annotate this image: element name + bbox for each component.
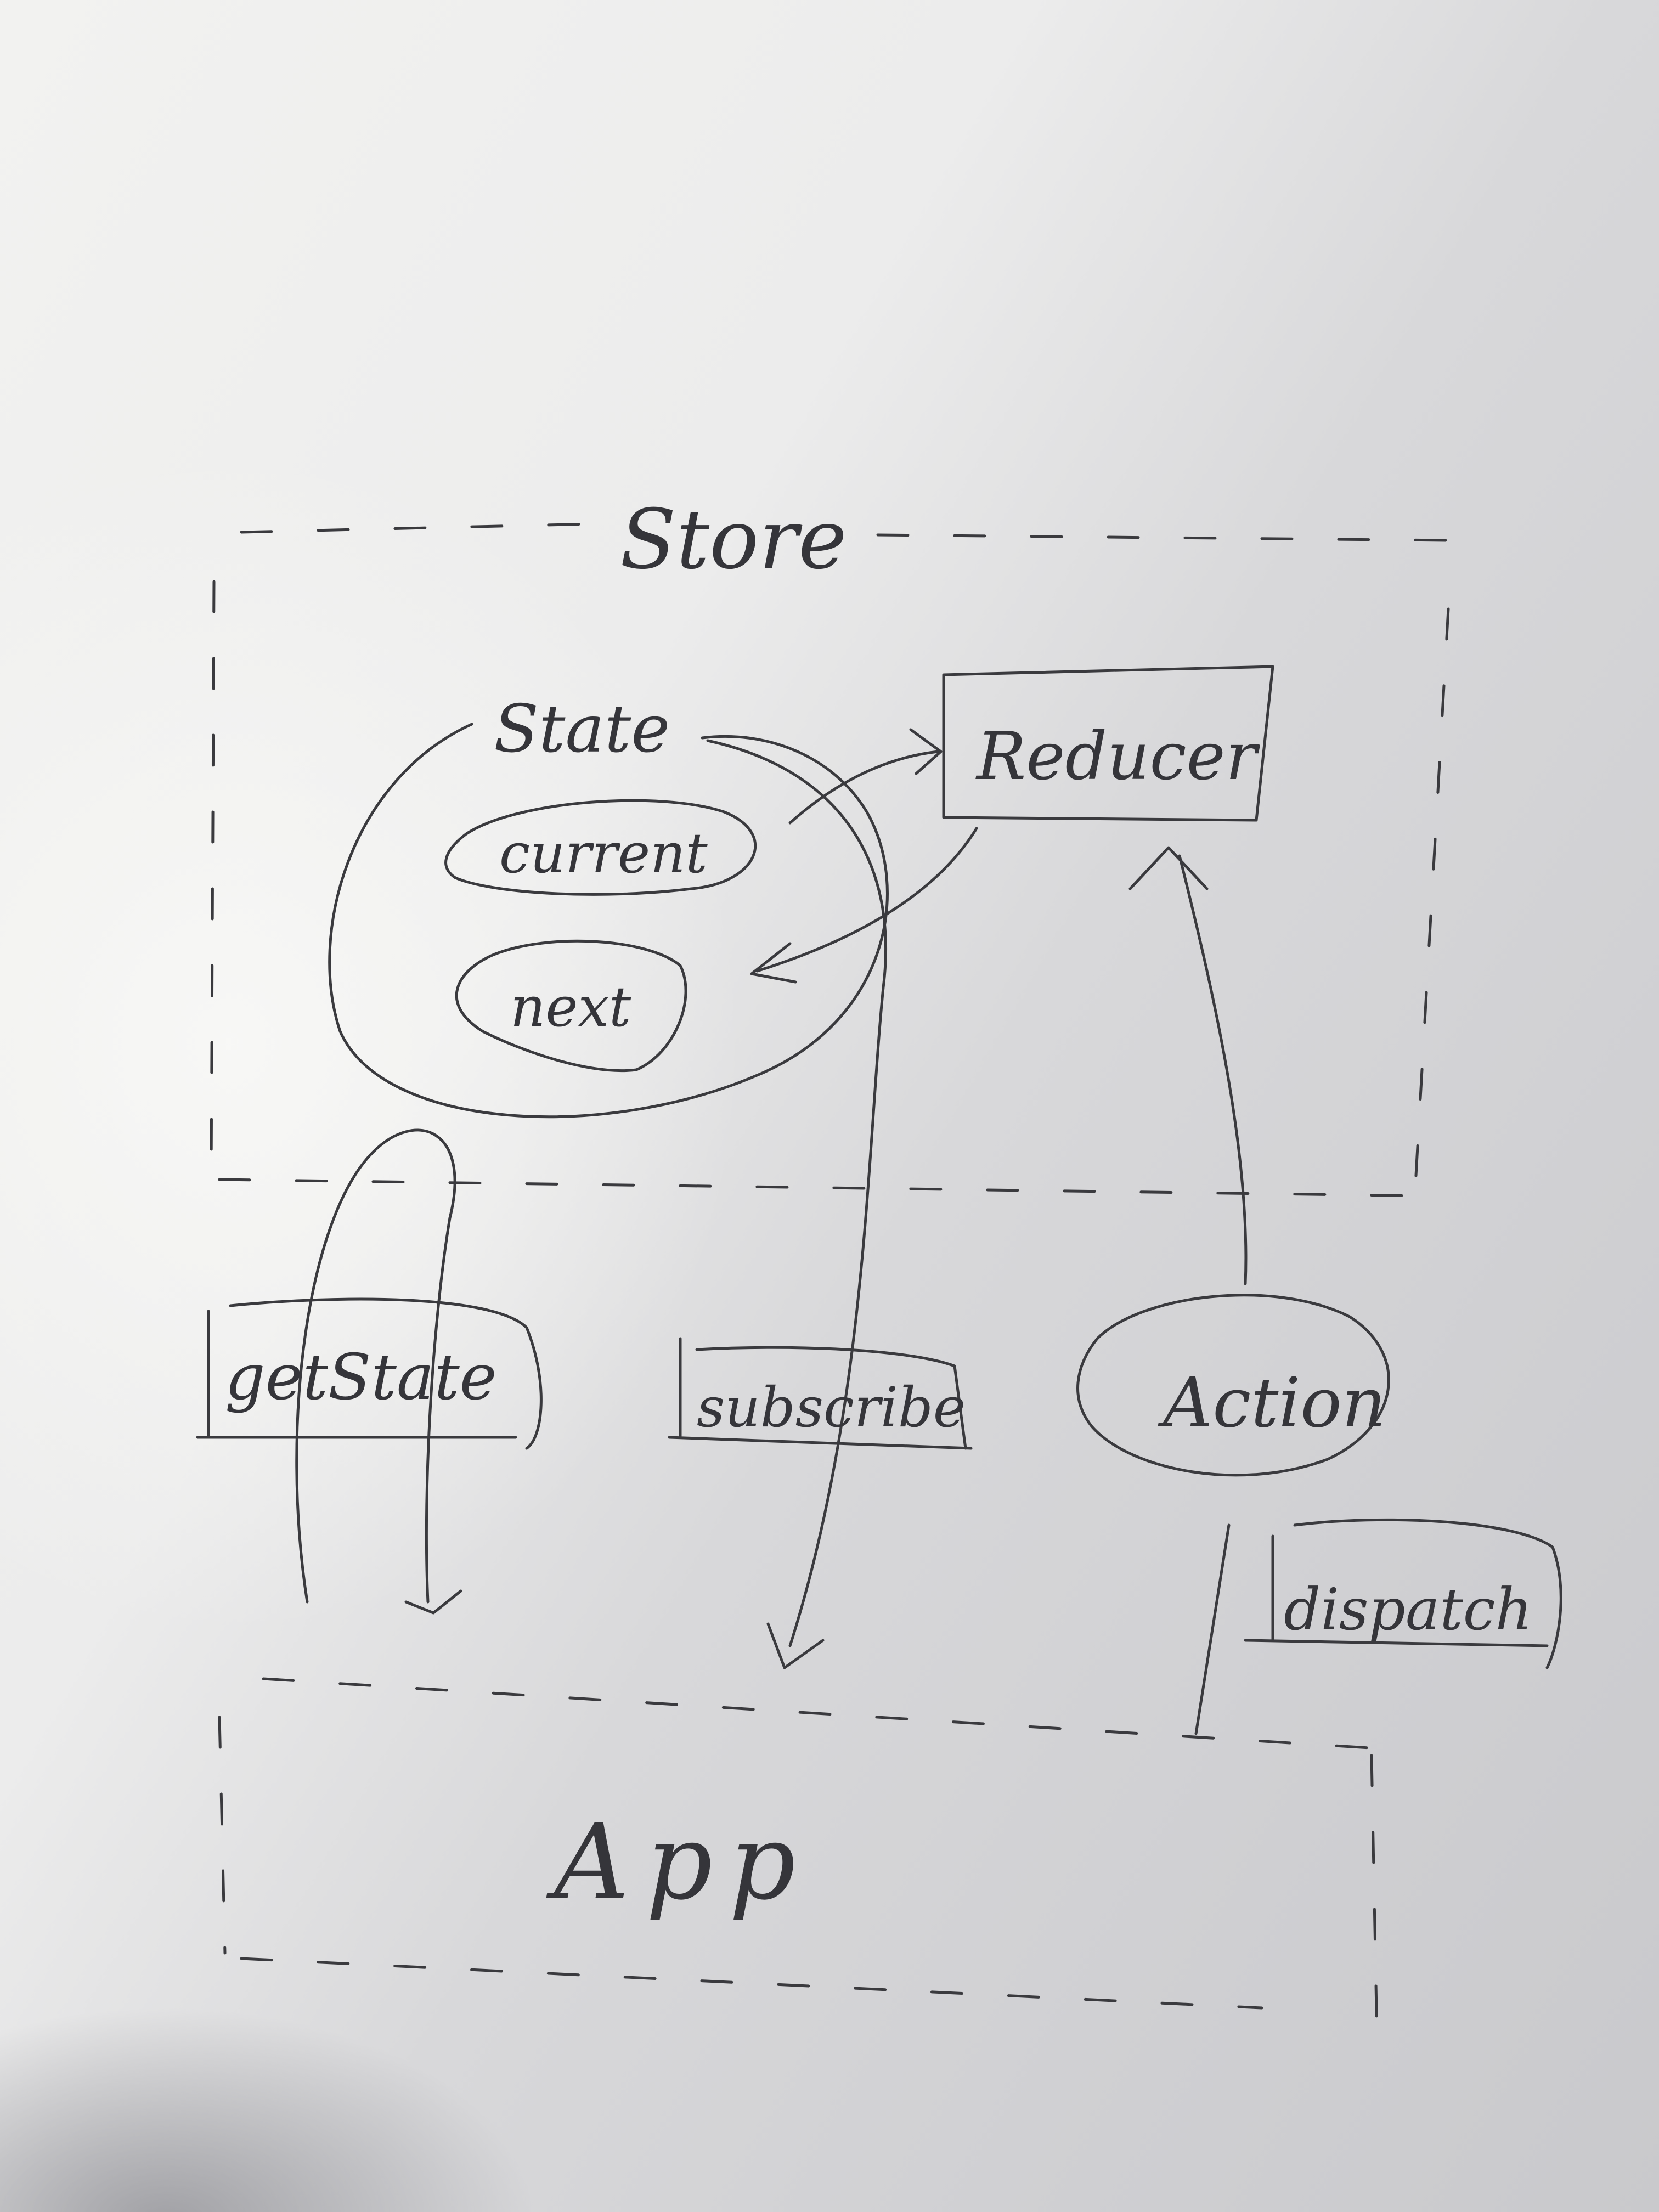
getstate-box (196, 1297, 543, 1450)
app-label: App (546, 1802, 812, 1923)
next-ellipse (455, 939, 687, 1073)
action-label: Action (1158, 1363, 1386, 1443)
subscribe-box (668, 1337, 973, 1450)
reducer-box (942, 665, 1274, 822)
getstate-loop-arrow (295, 1128, 462, 1615)
action-to-reducer-arrow (1128, 846, 1248, 1285)
current-to-reducer-arrow (788, 728, 943, 825)
dispatch-label: dispatch (1284, 1576, 1532, 1643)
getstate-label: getState (225, 1341, 497, 1414)
state-label: State (494, 691, 670, 768)
subscribe-label: subscribe (697, 1375, 966, 1440)
app-boundary (218, 1677, 1406, 2042)
shadow-overlay (0, 1838, 823, 2212)
dispatch-box (1194, 1518, 1562, 1735)
store-boundary (210, 522, 1450, 1198)
current-label: current (499, 821, 708, 885)
state-to-app-arrow (706, 739, 887, 1669)
current-ellipse (444, 799, 757, 896)
state-loop (328, 723, 889, 1119)
action-ellipse (1076, 1294, 1390, 1477)
store-label: Store (620, 492, 847, 588)
reducer-label: Reducer (975, 719, 1261, 795)
next-label: next (510, 975, 631, 1039)
